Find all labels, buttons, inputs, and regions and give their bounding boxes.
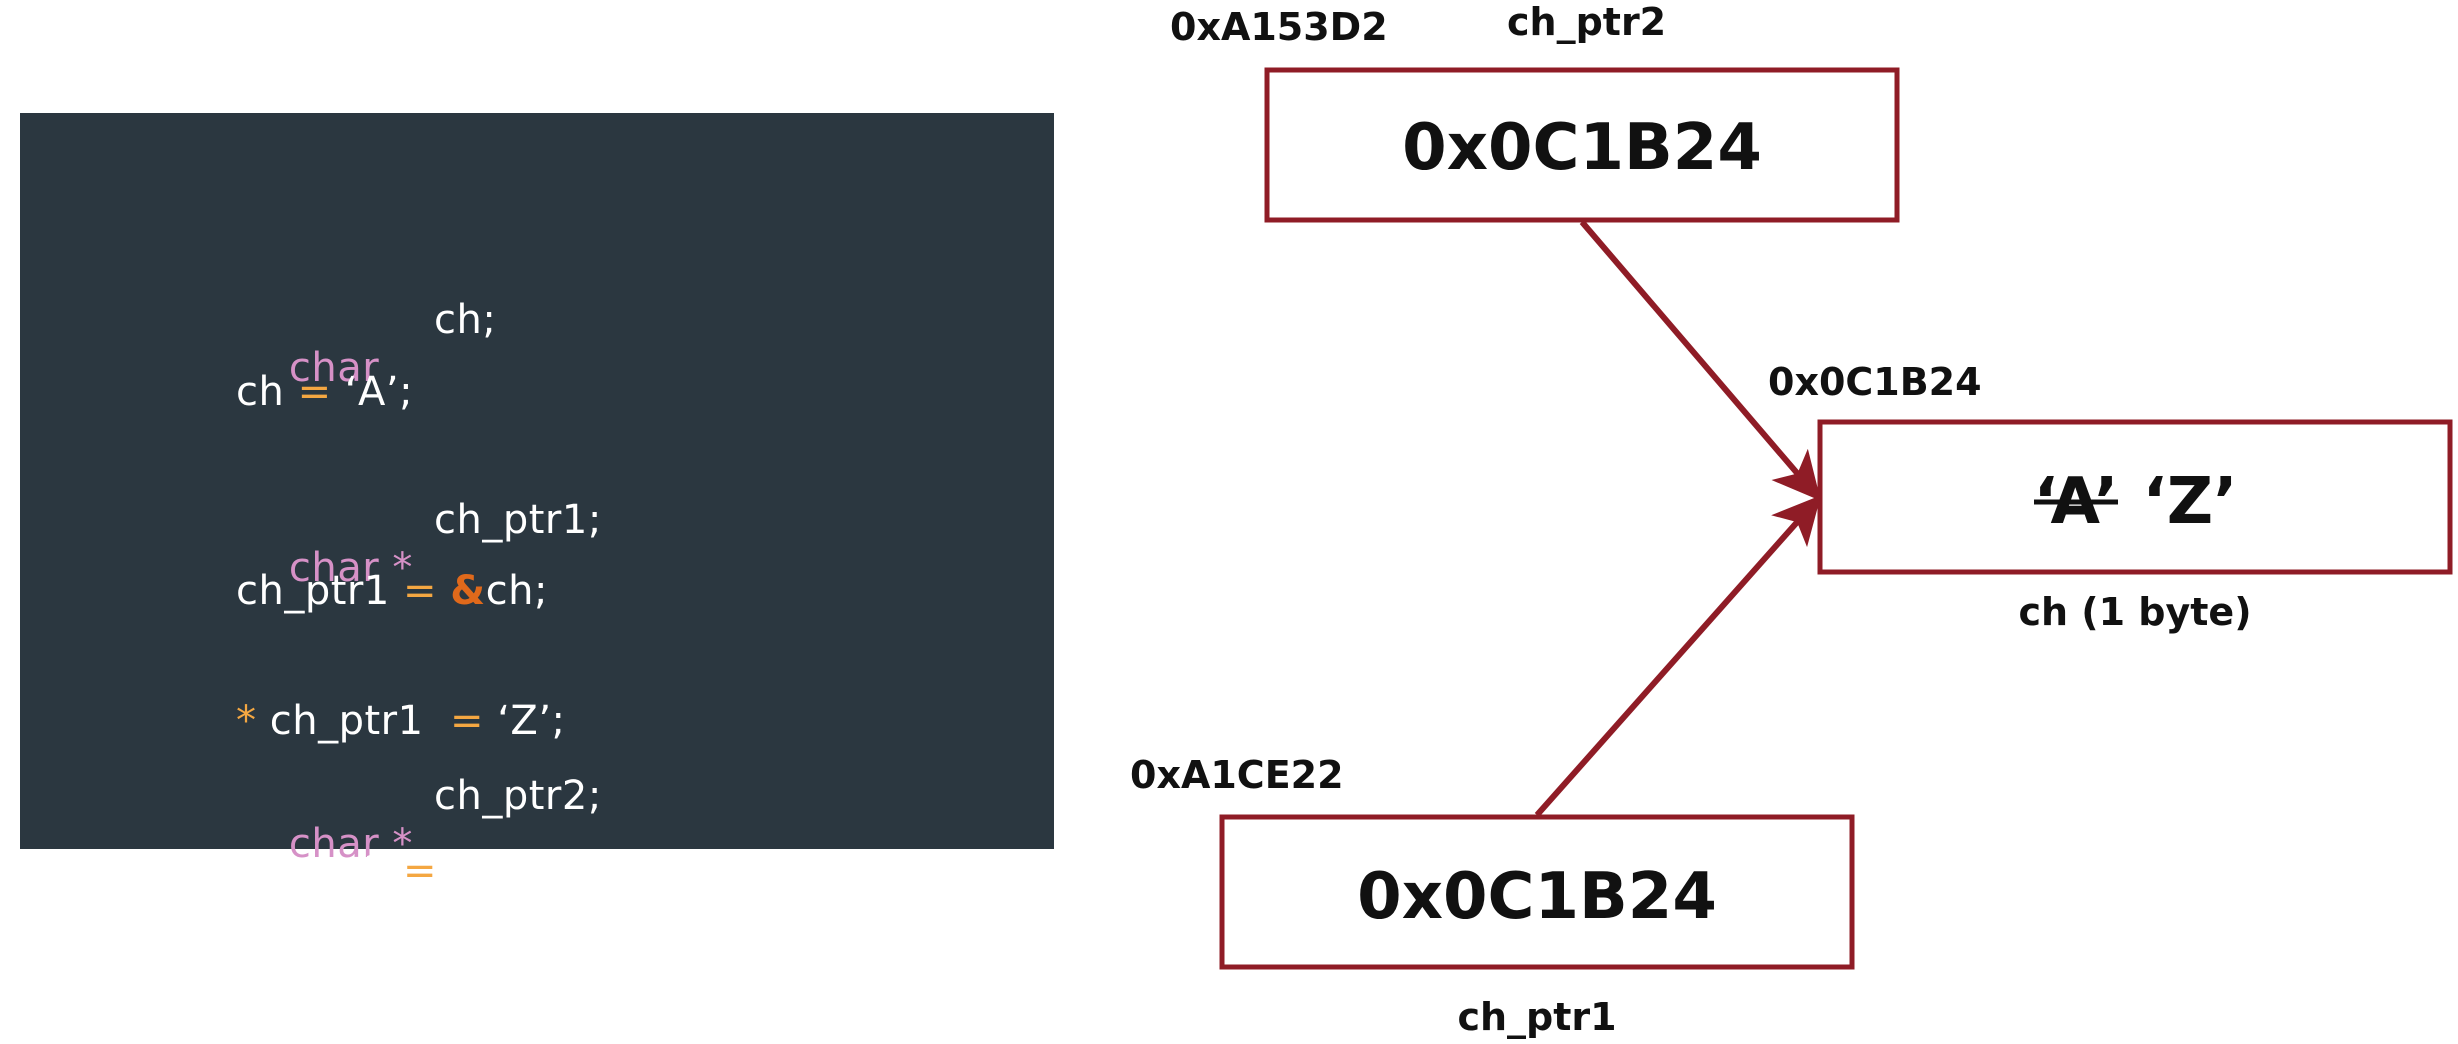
var-decl: ch_ptr1;	[434, 497, 602, 543]
code-line-7: ch_ptr2 = ch_ptr1;	[236, 847, 618, 895]
assign-operator: =	[403, 848, 438, 894]
code-line-2: ch = ‘A’;	[236, 368, 413, 416]
code-line-5: * ch_ptr1 = ‘Z’;	[236, 697, 566, 745]
keyword-char: char	[288, 345, 380, 391]
var-decl: ch;	[434, 297, 497, 343]
ptr2-name-label: ch_ptr2	[1507, 0, 1666, 44]
code-line-6: char * ch_ptr2;	[236, 772, 601, 867]
lhs: ch_ptr1	[269, 698, 424, 744]
lhs: ch_ptr2	[236, 848, 390, 894]
ch-name-label: ch (1 byte)	[2018, 590, 2251, 634]
assign-operator: =	[403, 568, 438, 614]
lhs: ch_ptr1	[236, 568, 390, 614]
ptr1-box	[1219, 814, 1855, 970]
deref-operator: *	[236, 698, 257, 744]
assign-operator: =	[449, 698, 484, 744]
ptr2-box	[1264, 67, 1900, 223]
ptr2-address-label: 0xA153D2	[1170, 5, 1388, 49]
keyword-char-pointer: char *	[288, 545, 413, 591]
ptr1-value: 0x0C1B24	[1357, 860, 1717, 934]
ptr2-to-ch-arrow	[1579, 220, 1821, 501]
rhs: ch;	[485, 568, 548, 614]
ptr1-to-ch-arrow	[1534, 495, 1821, 817]
address-of-operator: &	[450, 568, 486, 614]
rhs: ‘A’;	[344, 369, 414, 415]
ptr2-value: 0x0C1B24	[1402, 111, 1762, 185]
rhs: ch_ptr1;	[450, 848, 619, 894]
rhs: ‘Z’;	[497, 698, 566, 744]
ch-box	[1817, 419, 2453, 575]
code-line-1: char ch;	[236, 296, 496, 391]
ptr1-name-label: ch_ptr1	[1457, 995, 1616, 1039]
assign-operator: =	[297, 369, 332, 415]
keyword-char-pointer: char *	[288, 821, 413, 867]
lhs: ch	[236, 369, 285, 415]
code-line-3: char * ch_ptr1;	[236, 496, 601, 591]
ptr1-address-label: 0xA1CE22	[1130, 753, 1344, 797]
ch-address-label: 0x0C1B24	[1768, 360, 1982, 404]
code-panel: char ch; ch = ‘A’; char * ch_ptr1; ch_pt…	[20, 113, 1054, 894]
code-line-4: ch_ptr1 = &ch;	[236, 567, 548, 615]
ch-new-value: ‘Z’	[2142, 465, 2237, 539]
var-decl: ch_ptr2;	[434, 773, 602, 819]
